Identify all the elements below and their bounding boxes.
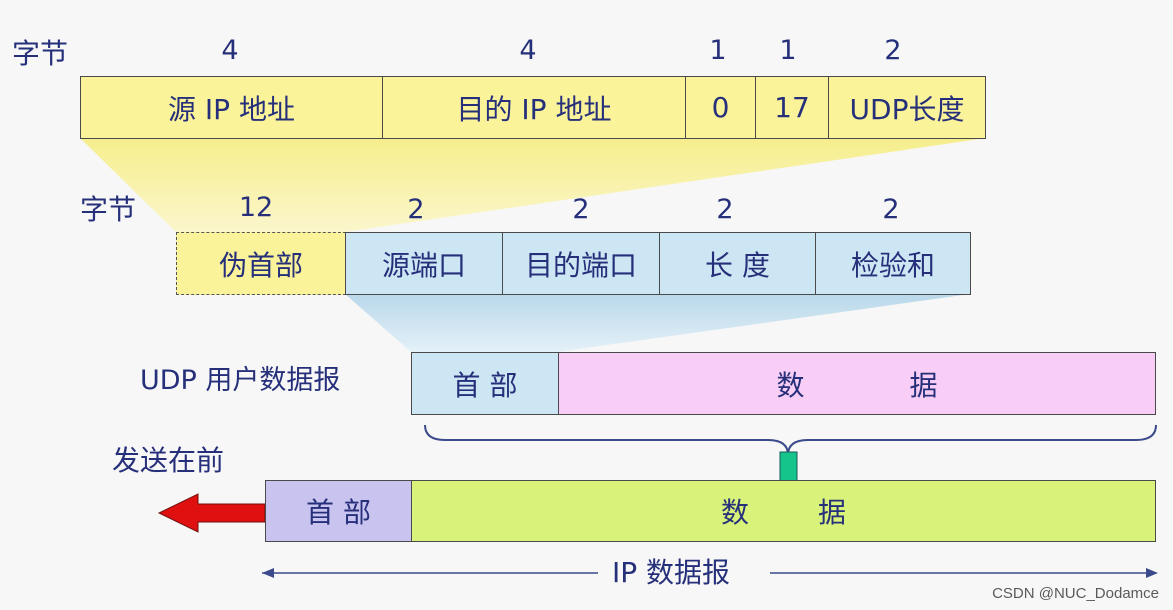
- watermark: CSDN @NUC_Dodamce: [992, 585, 1159, 602]
- field-dst-port: 目的端口: [502, 232, 660, 295]
- field-udp-length: UDP长度: [828, 76, 986, 139]
- field-zero: 0: [685, 76, 756, 139]
- ip-datagram-data: 数 据: [411, 480, 1156, 542]
- size-dst-ip: 4: [519, 35, 537, 66]
- udp-datagram-data: 数 据: [558, 352, 1156, 415]
- field-dst-ip: 目的 IP 地址: [382, 76, 686, 139]
- field-length: 长 度: [659, 232, 816, 295]
- size-udp-length: 2: [884, 35, 902, 66]
- field-src-port: 源端口: [345, 232, 503, 295]
- field-checksum: 检验和: [815, 232, 971, 295]
- size-protocol: 1: [779, 35, 797, 66]
- ip-datagram-span-arrowhead-right: [1146, 568, 1158, 578]
- pseudo-header-expansion-funnel: [80, 138, 986, 232]
- field-pseudo-header: 伪首部: [176, 232, 346, 295]
- size-zero: 1: [709, 35, 727, 66]
- size-pseudo-header: 12: [238, 192, 274, 223]
- size-src-port: 2: [407, 194, 425, 225]
- send-first-label: 发送在前: [112, 444, 225, 477]
- ip-datagram-span-arrowhead-left: [262, 568, 274, 578]
- udp-datagram-brace: [424, 424, 1157, 456]
- field-protocol: 17: [755, 76, 829, 139]
- udp-datagram-label: UDP 用户数据报: [140, 365, 341, 396]
- size-dst-port: 2: [572, 194, 590, 225]
- bytes-label-row1: 字节: [12, 37, 69, 70]
- ip-datagram-header: 首 部: [265, 480, 412, 542]
- size-src-ip: 4: [221, 35, 239, 66]
- udp-header-expansion-funnel: [345, 294, 970, 352]
- size-length: 2: [716, 194, 734, 225]
- send-direction-arrow: [157, 493, 266, 533]
- size-checksum: 2: [882, 194, 900, 225]
- ip-datagram-label: IP 数据报: [612, 556, 731, 589]
- field-src-ip: 源 IP 地址: [80, 76, 383, 139]
- udp-datagram-header: 首 部: [411, 352, 559, 415]
- bytes-label-row2: 字节: [80, 193, 137, 226]
